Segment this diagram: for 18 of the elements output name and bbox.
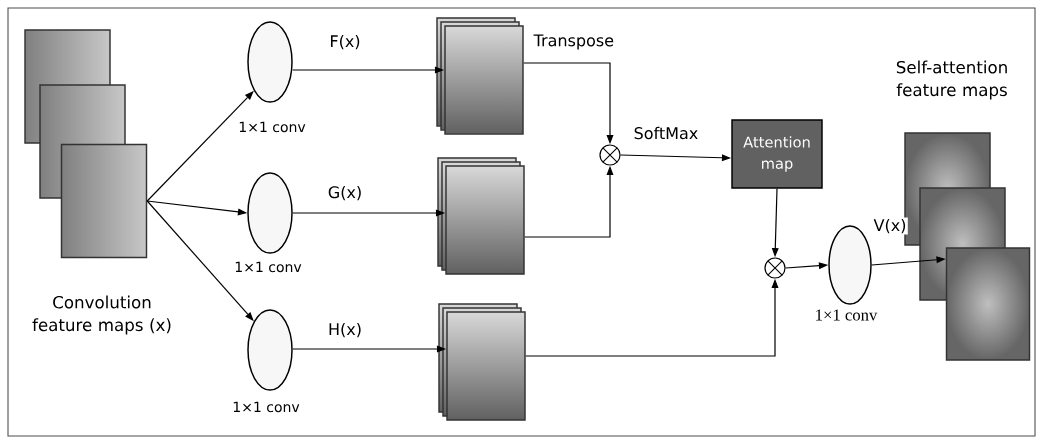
edge-label: Transpose: [533, 34, 614, 50]
edge-label: F(x): [331, 34, 360, 50]
edge-label: G(x): [328, 185, 361, 201]
multiply-symbol: [764, 257, 786, 279]
edge-label: H(x): [329, 322, 361, 338]
edge-label: SoftMax: [634, 126, 698, 140]
conv-label: 1×1 conv: [235, 261, 302, 273]
node-label: Self-attention feature maps: [896, 60, 1007, 100]
node-label: Convolution feature maps (x): [32, 295, 171, 335]
conv-label: 1×1 conv: [233, 401, 300, 413]
conv-label: 1×1 conv: [816, 309, 878, 321]
edge-label: V(x): [873, 218, 906, 234]
feature-maps-drawing: [436, 17, 524, 135]
feature-maps-drawing: [438, 303, 526, 421]
conv-label: 1×1 conv: [239, 121, 306, 133]
multiply-symbol: [599, 144, 621, 166]
attention-box: Attention map: [731, 119, 823, 189]
feature-maps-drawing: [437, 157, 525, 275]
